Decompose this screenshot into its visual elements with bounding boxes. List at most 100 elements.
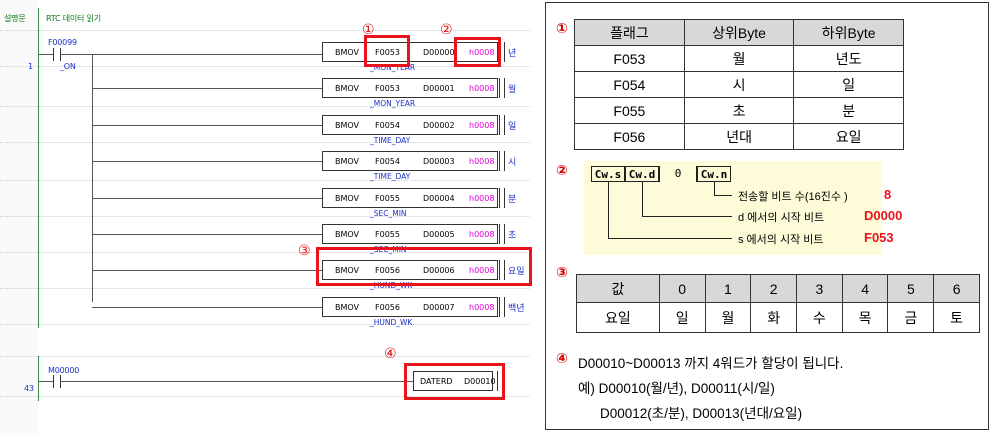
wire [92,307,322,308]
rail-overlay-2 [38,356,39,401]
high-byte-header: 상위Byte [683,19,795,46]
weekday-name: 월 [704,302,752,333]
weekday-value: 2 [750,274,797,303]
grid-line [0,106,530,107]
op-label: BMOV [335,48,360,57]
op-label: BMOV [335,84,360,93]
ladder-editor[interactable]: 설명문 RTC 데이터 읽기 F00099 1 _ON BMOV F0053 D… [0,0,534,436]
contact-label: F00099 [48,38,77,47]
bmov-instruction[interactable]: BMOV F0053 D00001 h0008 [322,78,498,98]
connector [714,195,732,196]
grid-line [0,356,530,357]
note-line-3: D00012(초/분), D00013(년대/요일) [600,406,803,421]
section-4-number: ④ [556,351,568,367]
table-cell: F053 [574,45,685,72]
table-cell: 초 [683,97,795,124]
bit-count-value: 8 [884,187,892,202]
connector [714,182,715,195]
highlight-f0053 [364,35,410,67]
d-start-label: d 에서의 시작 비트 [738,212,825,224]
value-label: h0008 [469,194,495,203]
bmov-instruction[interactable]: BMOV F0055 D00005 h0008 [322,224,498,244]
bmov-instruction[interactable]: BMOV F0054 D00003 h0008 [322,151,498,171]
field-note: 요일 [508,267,525,277]
device-comment: _TIME_DAY [370,136,411,145]
table-cell: 년도 [793,45,904,72]
bit-count-label: 전송할 비트 수(16진수 ) [738,191,848,203]
op-label: BMOV [335,266,360,275]
section-3-number: ③ [556,265,568,281]
wire [39,381,53,382]
zero-box: 0 [659,166,697,182]
section-1-number: ① [556,21,568,37]
branch-line [92,54,93,302]
grid-line [0,216,530,217]
weekday-name: 일 [658,302,706,333]
field-note: 시 [508,158,517,168]
op-label: DATERD [420,377,453,386]
highlight-h0008 [454,37,501,67]
device-comment: _TIME_DAY [370,172,411,181]
field-note: 초 [508,231,517,241]
field-note: 일 [508,122,517,132]
marker-1: ① [362,22,375,38]
table-cell: 일 [793,71,904,98]
rail-overlay [38,8,39,328]
field-note: 월 [508,85,517,95]
op-label: BMOV [335,230,360,239]
bmov-instruction[interactable]: BMOV F0056 D00006 h0008 [322,260,498,280]
src-label: F0053 [375,48,400,57]
end-bracket [499,78,505,98]
field-note: 백년 [508,304,525,314]
wire [60,54,322,55]
value-label: h0008 [469,121,495,130]
weekday-value: 6 [933,274,980,303]
connector [642,182,643,216]
field-note: 년 [508,49,517,59]
table-cell: 요일 [793,123,904,150]
step-number: 1 [28,62,33,71]
value-label: h0008 [469,157,495,166]
dst-label: D00006 [423,266,455,275]
dst-label: D00002 [423,121,455,130]
end-bracket [499,115,505,135]
src-label: F0054 [375,121,400,130]
dst-label: D00003 [423,157,455,166]
bmov-instruction[interactable]: BMOV F0054 D00002 h0008 [322,115,498,135]
bmov-instruction[interactable]: BMOV F0055 D00004 h0008 [322,188,498,208]
value-label: h0008 [469,84,495,93]
end-bracket [499,188,505,208]
value-label: h0008 [469,266,495,275]
grid-line [0,252,530,253]
contact-sub-label[interactable]: _ON [60,62,76,71]
dst-label: D00010 [464,377,496,386]
op-label: BMOV [335,194,360,203]
contact-label-2: M00000 [48,366,80,375]
table-cell: F055 [574,97,685,124]
value-label: h0008 [469,230,495,239]
flag-header: 플래그 [574,19,685,46]
d-start-value: D0000 [864,208,903,223]
src-label: F0054 [375,157,400,166]
weekday-name: 금 [887,302,935,333]
weekday-name: 수 [796,302,843,333]
marker-3: ③ [298,243,311,259]
wire [92,88,322,89]
weekday-value: 4 [841,274,889,303]
daterd-instruction[interactable]: DATERD D00010 [413,371,496,391]
table-cell: 년대 [683,123,795,150]
connector [608,182,609,238]
bmov-instruction[interactable]: BMOV F0056 D00007 h0008 [322,297,498,317]
comment-text: RTC 데이터 읽기 [46,14,101,23]
dst-label: D00007 [423,303,455,312]
dst-label: D00000 [423,48,455,57]
grid-line [0,66,530,67]
table-cell: 월 [683,45,795,72]
table-cell: F054 [574,71,685,98]
grid-line [0,324,530,325]
weekday-value: 5 [887,274,935,303]
connector [642,216,732,217]
wire [60,381,413,382]
